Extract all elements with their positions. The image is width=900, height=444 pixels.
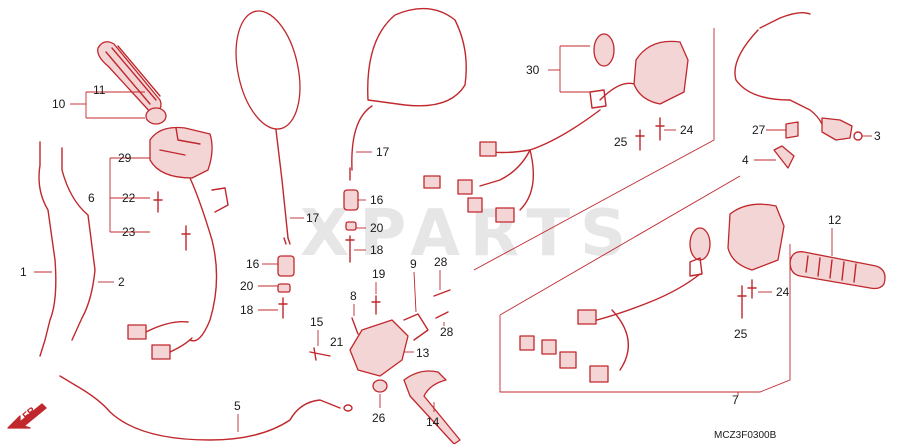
- callout-group-6: 29 6 22 23: [88, 151, 191, 251]
- callout-number-c28a: 28: [434, 255, 448, 269]
- callout-number-c14: 14: [426, 415, 440, 429]
- throttle-cable-1[interactable]: [38, 141, 96, 357]
- upper-right-switch-harness[interactable]: [423, 33, 689, 223]
- choke-fittings[interactable]: [773, 121, 799, 169]
- callout-number-c13: 13: [416, 346, 430, 360]
- callout-number-c4: 4: [742, 153, 749, 167]
- callout-number-c16b: 16: [246, 257, 260, 271]
- callout-number-c12: 12: [828, 213, 842, 227]
- callout-number-c11: 11: [93, 83, 106, 97]
- throttle-grip[interactable]: [97, 41, 167, 125]
- callout-number-c22: 22: [122, 191, 136, 205]
- callout-number-c2: 2: [118, 275, 125, 289]
- assembly-outline: [473, 28, 791, 393]
- callout-number-c5: 5: [234, 399, 241, 413]
- callout-number-c21: 21: [330, 335, 344, 349]
- callouts-upper-right: 30 25 24: [526, 45, 694, 149]
- lower-right-switch-harness[interactable]: [519, 203, 785, 383]
- callout-number-c30: 30: [526, 63, 540, 77]
- callout-number-c19: 19: [372, 267, 386, 281]
- left-switch-housing[interactable]: [127, 126, 229, 360]
- callouts-lower-right: 24 25 7: [732, 285, 790, 407]
- callout-11: 11 10: [52, 83, 145, 119]
- callout-number-c20a: 20: [370, 221, 384, 235]
- callout-number-c17a: 17: [376, 145, 390, 159]
- callout-number-c8: 8: [350, 289, 357, 303]
- callout-number-c24a: 24: [680, 123, 694, 137]
- callouts-choke: 27 4 3: [742, 123, 881, 167]
- callout-number-c23: 23: [122, 225, 136, 239]
- callout-number-c16a: 16: [370, 193, 384, 207]
- callout-12: 12: [828, 213, 842, 256]
- callout-number-c26: 26: [372, 411, 386, 425]
- callout-number-c20b: 20: [240, 279, 254, 293]
- callout-number-c18a: 18: [370, 243, 384, 257]
- callout-number-c29: 29: [118, 151, 132, 165]
- callout-14: 14: [426, 402, 440, 429]
- front-direction-arrow: FR.: [7, 403, 47, 429]
- callout-number-c27: 27: [752, 123, 766, 137]
- callout-number-c25a: 25: [614, 135, 628, 149]
- callout-number-c6: 6: [88, 191, 95, 205]
- callout-number-c3: 3: [874, 129, 881, 143]
- mirror-fittings[interactable]: [277, 167, 359, 319]
- callout-number-c15: 15: [310, 315, 324, 329]
- callout-number-c25b: 25: [734, 327, 748, 341]
- clutch-bracket[interactable]: [309, 289, 451, 393]
- clutch-cable-5[interactable]: [59, 375, 353, 441]
- callouts-bracket: 19 8 9 28 28 15 21 13 26: [310, 255, 454, 425]
- clutch-lever[interactable]: [403, 370, 461, 444]
- diagram-code: MCZ3F0300B: [714, 430, 777, 441]
- callout-number-c17b: 17: [306, 211, 320, 225]
- callout-number-c18b: 18: [240, 303, 254, 317]
- callouts-1-2: 1 2: [20, 265, 125, 289]
- callouts-mirror-fittings: 16 20 18 16 20 18: [240, 193, 384, 317]
- left-mirror[interactable]: [226, 5, 310, 245]
- callout-5: 5: [234, 399, 241, 432]
- right-grip[interactable]: [789, 251, 886, 290]
- callout-number-c9: 9: [410, 257, 417, 271]
- callout-number-c10: 10: [52, 97, 66, 111]
- choke-cable[interactable]: [734, 11, 863, 141]
- callout-number-c24b: 24: [776, 285, 790, 299]
- callout-number-c28b: 28: [440, 325, 454, 339]
- right-mirror[interactable]: [351, 7, 467, 171]
- callout-number-c1: 1: [20, 265, 27, 279]
- callout-number-c7: 7: [732, 393, 739, 407]
- callouts-17: 17 17: [290, 145, 390, 225]
